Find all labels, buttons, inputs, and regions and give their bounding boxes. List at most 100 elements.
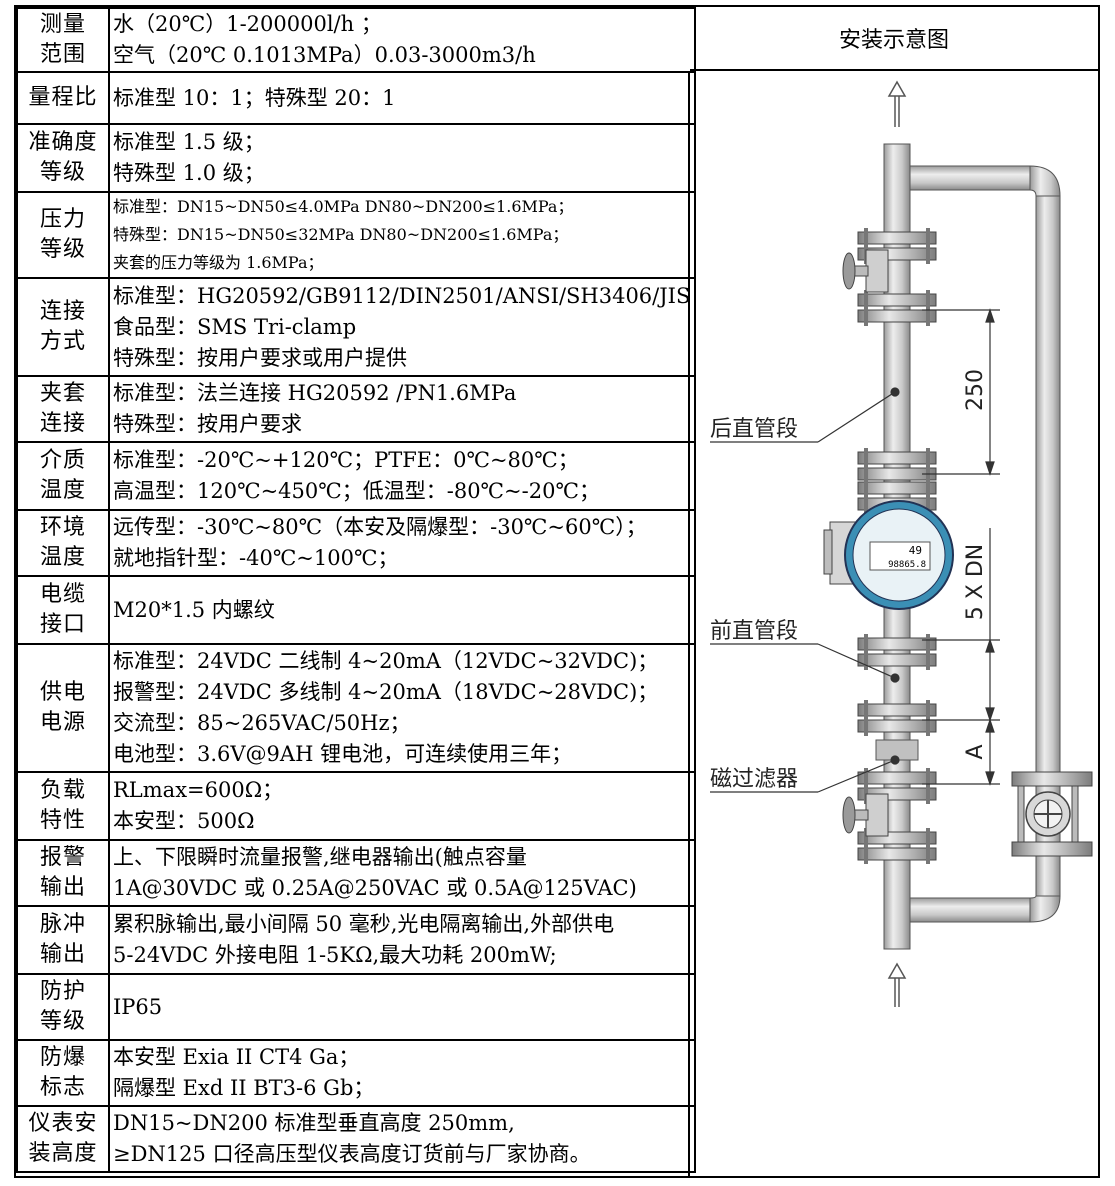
spec-label-line: 范围 xyxy=(39,42,86,67)
spec-value-line: 标准型：-20℃~+120℃；PTFE：0℃~80℃； xyxy=(113,448,579,472)
flange xyxy=(857,703,937,717)
flow-meter: 49 98865.8 xyxy=(823,500,954,610)
spec-label: 压力等级 xyxy=(16,191,110,279)
spec-row: 准确度等级标准型 1.5 级；特殊型 1.0 级； xyxy=(16,123,696,193)
dim-5dn-label: 5 X DN xyxy=(963,544,988,620)
spec-value: M20*1.5 内螺纹 xyxy=(108,575,696,645)
spec-row: 供电电源 标准型：24VDC 二线制 4~20mA（12VDC~32VDC)； 报警… xyxy=(16,643,696,773)
spec-value: 标准型：-20℃~+120℃；PTFE：0℃~80℃；高温型：120℃~450℃… xyxy=(108,441,696,511)
spec-value: 标准型：24VDC 二线制 4~20mA（12VDC~32VDC)； 报警型：24… xyxy=(108,643,696,773)
spec-value-line: 本安型 Exia II CT4 Ga； xyxy=(113,1045,360,1069)
spec-value-line: 食品型：SMS Tri-clamp xyxy=(113,314,357,339)
flange-bolt xyxy=(926,448,930,484)
spec-value-line: IP65 xyxy=(113,994,163,1019)
spec-value-line: 隔爆型 Exd II BT3-6 Gb； xyxy=(113,1076,375,1100)
spec-label-line: 仪表安 xyxy=(28,1111,98,1136)
spec-label-line: 连接 xyxy=(39,299,86,324)
spec-value-line: 水（20℃）1-200000l/h ； xyxy=(113,12,382,36)
spec-label-line: 报警 xyxy=(39,845,86,870)
spec-value-line: 特殊型：按用户要求或用户提供 xyxy=(113,345,407,370)
flange-bolt xyxy=(864,478,868,514)
flange-bolt xyxy=(864,700,868,736)
spec-label: 仪表安装高度 xyxy=(16,1105,110,1173)
lower-valve xyxy=(842,793,889,837)
flange-bolt xyxy=(926,768,930,804)
spec-label-line: 准确度 xyxy=(28,130,98,155)
spec-label: 准确度等级 xyxy=(16,123,110,193)
spec-label: 夹套连接 xyxy=(16,375,110,443)
spec-label: 脉冲输出 xyxy=(16,905,110,975)
spec-row: 量程比标准型 10：1；特殊型 20：1 xyxy=(16,71,696,125)
spec-value-line: 交流型：85~265VAC/50Hz； xyxy=(113,711,411,735)
meter-reading-bottom: 98865.8 xyxy=(888,560,926,570)
spec-label-line: 标志 xyxy=(39,1075,86,1100)
spec-label-line: 供电 xyxy=(39,680,86,705)
spec-label-line: 夹套 xyxy=(39,381,86,406)
spec-row: 防护等级 IP65 xyxy=(16,973,696,1041)
spec-label-line: 接口 xyxy=(39,612,86,637)
spec-value-line: 特殊型 1.0 级； xyxy=(113,161,265,185)
page-frame xyxy=(14,5,1100,1178)
bypass-valve xyxy=(1011,771,1093,857)
spec-label-line: 温度 xyxy=(39,478,86,503)
spec-value: 标准型：HG20592/GB9112/DIN2501/ANSI/SH3406/J… xyxy=(108,277,696,377)
spec-value: IP65 xyxy=(108,973,696,1041)
spec-value-line: 就地指针型：-40℃~100℃； xyxy=(113,546,399,570)
flange xyxy=(857,293,937,307)
spec-value-line: 标准型：DN15~DN50≤4.0MPa DN80~DN200≤1.6MPa； xyxy=(113,197,574,216)
spec-value-line: 标准型：24VDC 二线制 4~20mA（12VDC~32VDC)； xyxy=(113,649,659,673)
flange-bolt xyxy=(926,828,930,864)
spec-value-line: ≥DN125 口径高压型仪表高度订货前与厂家协商。 xyxy=(113,1142,591,1166)
spec-label-line: 特性 xyxy=(39,808,86,833)
flange-bolt xyxy=(926,634,930,670)
spec-row: 测量范围水（20℃）1-200000l/h ；空气（20℃ 0.1013MPa）… xyxy=(16,7,696,73)
spec-row: 防爆标志 本安型 Exia II CT4 Ga； 隔爆型 Exd II BT3-6 … xyxy=(16,1039,696,1107)
spec-label: 量程比 xyxy=(16,71,110,125)
flange xyxy=(857,653,937,667)
spec-value-line: 上、下限瞬时流量报警,继电器输出(触点容量 xyxy=(113,845,527,869)
dim-a-label: A xyxy=(963,744,988,759)
flange xyxy=(857,231,937,245)
spec-label-line: 测量 xyxy=(39,12,86,37)
spec-label-line: 脉冲 xyxy=(39,912,86,937)
flange-bolt xyxy=(926,478,930,514)
spec-label-line: 防爆 xyxy=(39,1045,86,1070)
spec-value-line: DN15~DN200 标准型垂直高度 250mm, xyxy=(113,1111,515,1135)
spec-value: 标准型：DN15~DN50≤4.0MPa DN80~DN200≤1.6MPa； 特… xyxy=(108,191,696,279)
spec-label-line: 连接 xyxy=(39,411,86,436)
spec-label-line: 等级 xyxy=(39,1009,86,1034)
spec-value-line: 标准型 10：1；特殊型 20：1 xyxy=(113,85,396,110)
spec-value-line: 特殊型：DN15~DN50≤32MPa DN80~DN200≤1.6MPa； xyxy=(113,225,569,244)
flange-bolt xyxy=(926,290,930,326)
meter-reading-top: 49 xyxy=(909,544,922,557)
spec-label: 环境温度 xyxy=(16,509,110,577)
spec-label-line: 电源 xyxy=(39,710,86,735)
spec-row: 压力等级标准型：DN15~DN50≤4.0MPa DN80~DN200≤1.6M… xyxy=(16,191,696,279)
spec-label: 介质温度 xyxy=(16,441,110,511)
spec-value-line: 标准型：HG20592/GB9112/DIN2501/ANSI/SH3406/J… xyxy=(113,283,691,308)
installation-drawing: 49 98865.8 250 5 X DN A xyxy=(710,80,1093,1007)
flange xyxy=(857,719,937,733)
spec-label-line: 环境 xyxy=(39,515,86,540)
spec-label: 测量范围 xyxy=(16,7,110,73)
spec-value-line: 远传型：-30℃~80℃（本安及隔爆型：-30℃~60℃）； xyxy=(113,515,647,539)
spec-value-line: 报警型：24VDC 多线制 4~20mA（18VDC~28VDC)； xyxy=(113,680,659,704)
flange-bolt xyxy=(926,228,930,264)
spec-value-line: 电池型：3.6V@9AH 锂电池，可连续使用三年； xyxy=(113,742,573,766)
spec-label-line: 温度 xyxy=(39,545,86,570)
spec-label: 连接方式 xyxy=(16,277,110,377)
dim-250-label: 250 xyxy=(963,369,988,411)
spec-label-line: 等级 xyxy=(39,160,86,185)
spec-label-line: 防护 xyxy=(39,979,86,1004)
leader-lines xyxy=(710,387,900,793)
spec-value-line: 标准型：法兰连接 HG20592 /PN1.6MPa xyxy=(113,381,517,405)
spec-label-line: 方式 xyxy=(39,329,86,354)
spec-value-line: 空气（20℃ 0.1013MPa）0.03-3000m3/h xyxy=(113,43,536,67)
flange-bolt xyxy=(864,768,868,804)
spec-value: 本安型 Exia II CT4 Ga； 隔爆型 Exd II BT3-6 Gb； xyxy=(108,1039,696,1107)
spec-value: 标准型 1.5 级；特殊型 1.0 级； xyxy=(108,123,696,193)
dimension-lines xyxy=(922,308,1000,786)
